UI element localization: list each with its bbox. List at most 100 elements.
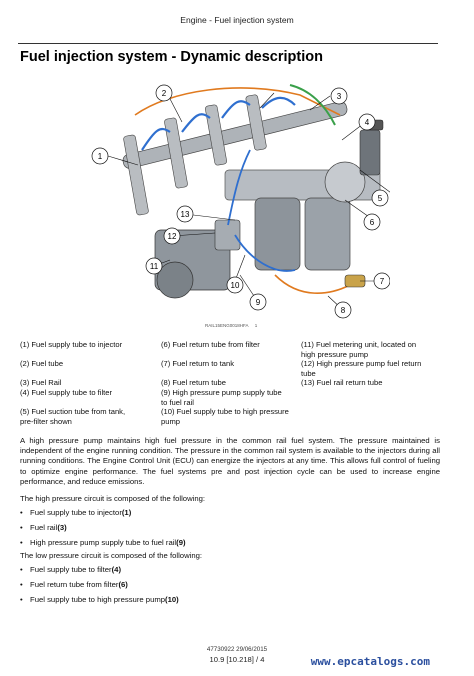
document-info: 47730922 29/06/2015 bbox=[206, 646, 268, 653]
legend-row: (5) Fuel suction tube from tank, (10) Fu… bbox=[20, 407, 440, 417]
fuel-system-drawing: 1 2 3 4 5 6 7 8 9 10 11 12 13 bbox=[91, 84, 390, 319]
legend-row: pre-filter shown pump bbox=[20, 417, 440, 427]
description-paragraph: A high pressure pump maintains high fuel… bbox=[20, 436, 440, 486]
legend-item: pre-filter shown bbox=[20, 416, 72, 426]
fuel-tube-green bbox=[289, 84, 336, 126]
legend-item: (8) Fuel return tube bbox=[161, 378, 226, 388]
high-pressure-list: • Fuel supply tube to injector (1) • Fuel … bbox=[20, 508, 186, 553]
callout-2: 2 bbox=[155, 84, 173, 102]
legend-item: (13) Fuel rail return tube bbox=[301, 378, 383, 388]
callout-10: 10 bbox=[226, 276, 244, 294]
item-ref: (4) bbox=[111, 565, 122, 574]
callout-13: 13 bbox=[176, 205, 194, 223]
running-head: Engine - Fuel injection system bbox=[180, 15, 294, 25]
callout-9: 9 bbox=[249, 293, 267, 311]
legend-row: tube bbox=[20, 369, 440, 379]
callout-1: 1 bbox=[91, 147, 109, 165]
list-item: • Fuel rail (3) bbox=[20, 523, 186, 538]
legend-item: (4) Fuel supply tube to filter bbox=[20, 387, 113, 397]
svg-text:7: 7 bbox=[380, 277, 385, 286]
figure-caption: RAIL15ENG0018HFA 1 bbox=[205, 323, 257, 328]
bullet-icon: • bbox=[20, 508, 23, 517]
item-ref: (1) bbox=[121, 508, 132, 517]
item-ref: (6) bbox=[118, 580, 128, 589]
svg-text:4: 4 bbox=[365, 118, 370, 127]
svg-text:1: 1 bbox=[98, 152, 103, 161]
fuel-rail bbox=[122, 101, 348, 169]
legend-item: (3) Fuel Rail bbox=[20, 378, 62, 388]
legend-item: pump bbox=[161, 416, 180, 426]
list-item: • Fuel supply tube to injector (1) bbox=[20, 508, 186, 523]
low-pressure-intro: The low pressure circuit is composed of … bbox=[20, 551, 203, 560]
callout-7: 7 bbox=[373, 272, 390, 290]
svg-text:6: 6 bbox=[370, 218, 375, 227]
legend-item: (11) Fuel metering unit, located on bbox=[301, 340, 417, 349]
item-text: Fuel supply tube to filter bbox=[30, 565, 112, 574]
legend-item: (7) Fuel return to tank bbox=[161, 359, 235, 369]
figure-code: RAIL15ENG0018HFA bbox=[205, 323, 249, 328]
high-pressure-intro: The high pressure circuit is composed of… bbox=[20, 494, 206, 503]
filter-cap bbox=[324, 161, 366, 203]
callout-3: 3 bbox=[330, 87, 348, 105]
callout-8: 8 bbox=[334, 301, 352, 319]
bullet-icon: • bbox=[20, 580, 23, 589]
legend-item: (10) Fuel supply tube to high pressure bbox=[161, 407, 289, 417]
item-text: Fuel supply tube to high pressure pump bbox=[30, 595, 166, 604]
legend-item: (9) High pressure pump supply tube bbox=[161, 387, 282, 397]
legend-item: tube bbox=[301, 368, 316, 378]
injectors bbox=[123, 94, 267, 216]
svg-text:13: 13 bbox=[181, 210, 190, 219]
bullet-icon: • bbox=[20, 523, 23, 532]
legend-item: (5) Fuel suction tube from tank, bbox=[20, 407, 126, 417]
item-text: High pressure pump supply tube to fuel r… bbox=[30, 538, 177, 547]
figure-number: 1 bbox=[254, 323, 258, 328]
item-text: Fuel supply tube to injector bbox=[30, 508, 122, 517]
pump-supply-tube bbox=[234, 234, 296, 272]
svg-text:5: 5 bbox=[378, 194, 383, 203]
title-rule bbox=[18, 43, 438, 44]
svg-text:9: 9 bbox=[256, 298, 261, 307]
callout-6: 6 bbox=[363, 213, 381, 231]
legend-item: high pressure pump bbox=[301, 349, 369, 359]
legend-item: to fuel rail bbox=[161, 397, 194, 407]
legend-item: (12) High pressure pump fuel return bbox=[301, 359, 422, 369]
legend-item: (2) Fuel tube bbox=[20, 359, 64, 369]
svg-text:3: 3 bbox=[337, 92, 342, 101]
legend-row: (2) Fuel tube (7) Fuel return to tank (1… bbox=[20, 359, 440, 369]
svg-text:11: 11 bbox=[150, 262, 159, 271]
fuel-system-illustration: 1 2 3 4 5 6 7 8 9 10 11 12 13 bbox=[60, 70, 390, 325]
legend-row: (1) Fuel supply tube to injector (6) Fue… bbox=[20, 340, 440, 350]
prefilter-body bbox=[359, 129, 381, 176]
bullet-icon: • bbox=[20, 595, 23, 604]
item-ref: (9) bbox=[176, 538, 186, 547]
svg-text:8: 8 bbox=[341, 306, 346, 315]
svg-text:2: 2 bbox=[162, 89, 167, 98]
legend-item: (1) Fuel supply tube to injector bbox=[20, 340, 123, 349]
list-item: • Fuel supply tube to filter (4) bbox=[20, 565, 179, 580]
item-text: Fuel rail bbox=[30, 523, 58, 532]
svg-text:12: 12 bbox=[168, 232, 177, 241]
item-ref: (3) bbox=[57, 523, 67, 532]
list-item: • Fuel return tube from filter (6) bbox=[20, 580, 179, 595]
legend-row: (3) Fuel Rail (8) Fuel return tube (13) … bbox=[20, 378, 440, 388]
legend-item: (6) Fuel return tube from filter bbox=[161, 340, 260, 349]
list-item: •High pressure pump supply tube to fuel … bbox=[20, 538, 186, 553]
filter-bowl-right bbox=[304, 197, 351, 271]
item-text: Fuel return tube from filter bbox=[30, 580, 119, 589]
legend-row: to fuel rail bbox=[20, 398, 440, 408]
bullet-icon: • bbox=[20, 565, 23, 574]
svg-text:10: 10 bbox=[231, 281, 240, 290]
list-item: •Fuel supply tube to high pressure pump … bbox=[20, 595, 179, 610]
injector-supply-tubes bbox=[141, 96, 296, 151]
item-ref: (10) bbox=[165, 595, 179, 604]
callout-markers: 1 2 3 4 5 6 7 8 9 10 11 12 13 bbox=[91, 84, 390, 319]
watermark: www.epcatalogs.com bbox=[310, 655, 430, 668]
legend-row: (4) Fuel supply tube to filter (9) High … bbox=[20, 388, 440, 398]
rail-return-tube bbox=[134, 87, 341, 116]
callout-4: 4 bbox=[358, 113, 376, 131]
tank-return-tube bbox=[274, 274, 351, 294]
callout-12: 12 bbox=[163, 227, 181, 245]
page-title: Fuel injection system - Dynamic descript… bbox=[20, 49, 323, 65]
component-legend: (1) Fuel supply tube to injector (6) Fue… bbox=[20, 340, 440, 426]
legend-row: high pressure pump bbox=[20, 350, 440, 360]
